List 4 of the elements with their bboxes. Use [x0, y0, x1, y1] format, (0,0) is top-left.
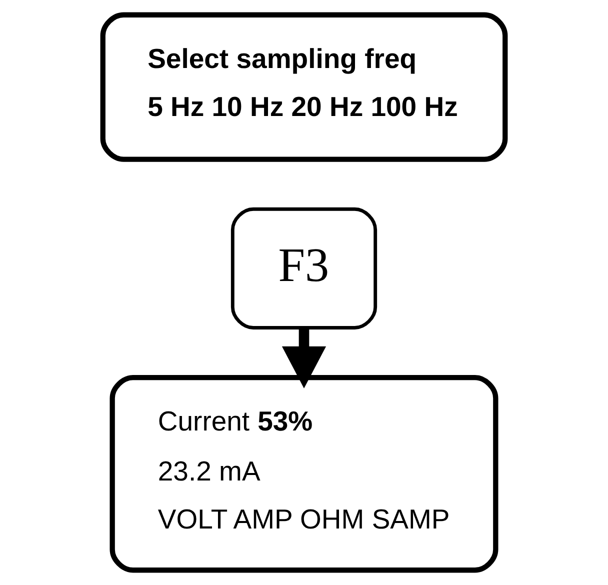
node-box: Current 53% 23.2 mA VOLT AMP OHM SAMP — [110, 375, 498, 573]
node-box: Select sampling freq 5 Hz 10 Hz 20 Hz 100 Hz — [100, 12, 508, 162]
arrow — [282, 328, 326, 388]
node-box: F3 — [230, 207, 378, 330]
